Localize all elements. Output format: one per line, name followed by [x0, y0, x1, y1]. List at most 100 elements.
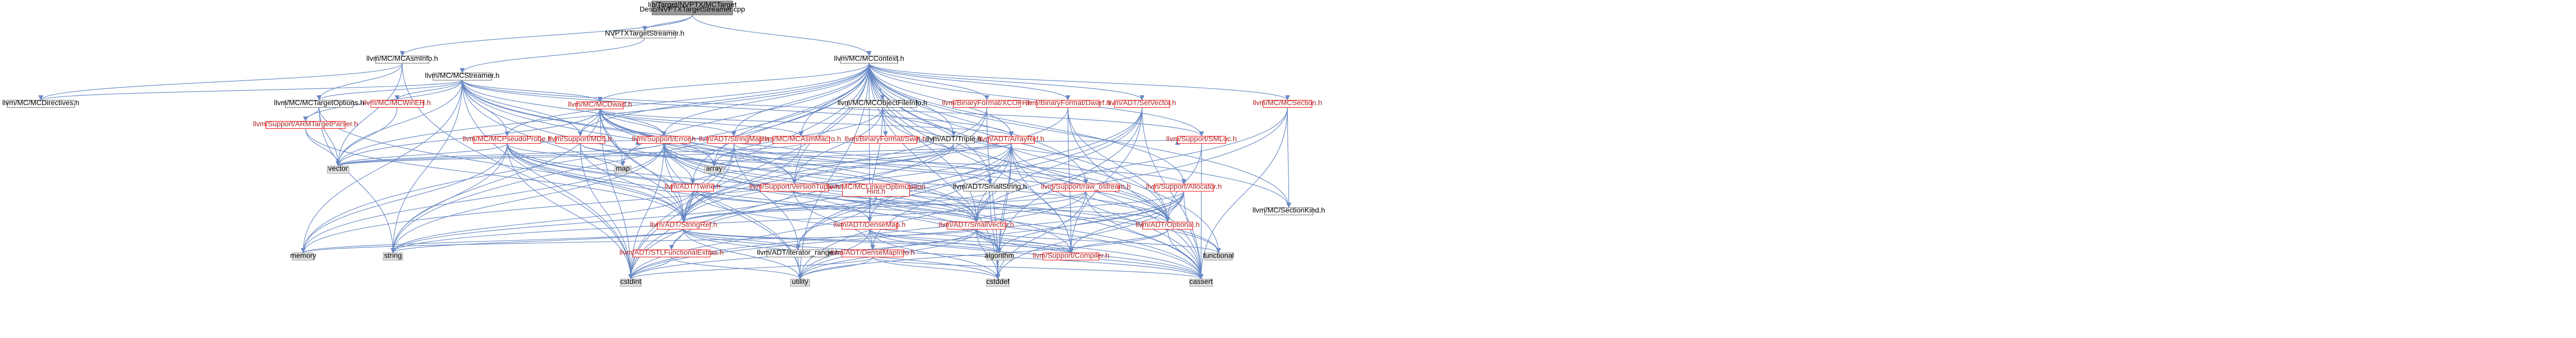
- edge-root-mccontext: [692, 14, 872, 56]
- node-md5[interactable]: llvm/Support/MD5.h: [549, 134, 612, 144]
- node-box: [1189, 279, 1213, 287]
- node-setvector[interactable]: llvm/ADT/SetVector.h: [1108, 98, 1176, 108]
- edge-mctargetopts-string: [318, 107, 396, 253]
- edge-supporterror-optional: [663, 143, 1171, 223]
- node-sectionkind[interactable]: llvm/MC/SectionKind.h: [1252, 206, 1325, 215]
- node-xcoff[interactable]: llvm/BinaryFormat/XCOFF.h: [942, 98, 1032, 108]
- node-box: [704, 165, 724, 174]
- edge-mctargetopts-vector: [318, 107, 341, 166]
- edge-stringmap-iteratorrange: [733, 143, 801, 250]
- edge-mccontext-smallstring: [869, 63, 993, 184]
- node-rawostream[interactable]: llvm/Support/raw_ostream.h: [1041, 182, 1131, 192]
- node-label: cstddef: [986, 277, 1009, 285]
- node-stlfunctional[interactable]: llvm/ADT/STLFunctionalExtras.h: [619, 248, 724, 258]
- node-label: llvm/ADT/DenseMapInfo.h: [831, 248, 914, 256]
- edge-rawostream-string: [391, 191, 1087, 254]
- node-stringref[interactable]: llvm/ADT/StringRef.h: [650, 220, 718, 230]
- node-label: llvm/ADT/StringMap.h: [699, 134, 769, 143]
- node-functional: functional: [1203, 251, 1234, 261]
- node-armtargetparser[interactable]: llvm/Support/ARMTargetParser.h: [253, 120, 358, 129]
- edge-mcstreamer-smlsupport: [462, 80, 1204, 137]
- node-box: [1177, 136, 1226, 144]
- edge-root-nvptxts: [642, 14, 693, 31]
- edge-mcstreamer-versiontuple: [462, 80, 797, 184]
- edge-allocator-compiler: [1069, 191, 1184, 253]
- edge-root-mcasminfo: [400, 14, 693, 56]
- edge-mcstreamer-stringref: [462, 80, 686, 223]
- node-label: llvm/MC/MCAsmInfo.h: [366, 54, 438, 62]
- edge-stringmap-allocator: [733, 143, 1187, 184]
- node-allocator[interactable]: llvm/Support/Allocator.h: [1146, 182, 1222, 192]
- node-smlsupport[interactable]: llvm/Support/SMLoc.h: [1166, 134, 1237, 144]
- edge-supporterror-memory: [300, 143, 665, 253]
- edge-arrayref-compiler: [1011, 143, 1074, 253]
- edge-mcasminfo-cstdint: [402, 63, 634, 279]
- edge-nvptxts-mcstreamer: [460, 38, 645, 73]
- edge-mcdwarf-smallvector: [600, 109, 979, 223]
- node-label: llvm/Support/Compiler.h: [1032, 251, 1109, 259]
- nodes: lib/Target/NVPTX/MCTargetDesc/NVPTXTarge…: [2, 0, 1325, 287]
- node-iteratorrange[interactable]: llvm/ADT/iterator_range.h: [757, 248, 839, 258]
- node-densemapinfo[interactable]: llvm/ADT/DenseMapInfo.h: [831, 248, 915, 258]
- edge-mcsection-cassert: [1198, 107, 1288, 279]
- node-mcpseudoprobe[interactable]: llvm/MC/MCPseudoProbe.h: [463, 134, 552, 144]
- node-adttriple[interactable]: llvm/ADT/Triple.h: [926, 134, 981, 144]
- edge-mcstreamer-supporterror: [462, 80, 667, 137]
- node-mctargetopts[interactable]: llvm/MC/MCTargetOptions.h: [274, 98, 364, 108]
- node-mccontext[interactable]: llvm/MC/MCContext.h: [834, 54, 904, 64]
- node-box: [637, 136, 690, 144]
- node-versiontuple[interactable]: llvm/Support/VersionTuple.h: [750, 182, 840, 192]
- node-stringmap[interactable]: llvm/ADT/StringMap.h: [699, 134, 769, 144]
- node-box: [1263, 100, 1312, 108]
- node-mcasminfo[interactable]: llvm/MC/MCAsmInfo.h: [366, 54, 438, 64]
- node-optional[interactable]: llvm/ADT/Optional.h: [1136, 220, 1200, 230]
- node-box: [986, 279, 1010, 287]
- edge-linkeropthint-smallvector: [875, 196, 979, 223]
- edge-mcpseudoprobe-vector: [335, 143, 507, 166]
- edge-setvector-compiler: [1068, 107, 1143, 253]
- node-compiler[interactable]: llvm/Support/Compiler.h: [1032, 251, 1109, 261]
- edge-mccontext-md5: [578, 63, 870, 137]
- node-mcsection[interactable]: llvm/MC/MCSection.h: [1253, 98, 1323, 108]
- node-label: llvm/MC/MCWinEH.h: [363, 98, 431, 107]
- node-arrayref[interactable]: llvm/ADT/ArrayRef.h: [978, 134, 1044, 144]
- node-label: llvm/Support/Allocator.h: [1146, 182, 1222, 191]
- node-box: [576, 102, 624, 110]
- node-box: [1154, 183, 1214, 192]
- node-mcwinehh[interactable]: llvm/MC/MCWinEH.h: [363, 98, 431, 108]
- node-label: llvm/ADT/DenseMap.h: [834, 220, 906, 228]
- node-densemap[interactable]: llvm/ADT/DenseMap.h: [834, 220, 906, 230]
- edge-mccontext-array: [711, 63, 870, 166]
- edge-stringref-algorithm: [683, 229, 1002, 254]
- node-mcobjectfileinfo[interactable]: llvm/MC/MCObjectFileInfo.h: [838, 98, 927, 108]
- edge-versiontuple-string: [391, 191, 795, 253]
- node-nvptxts[interactable]: NVPTXTargetStreamer.h: [605, 29, 684, 39]
- node-smallvector[interactable]: llvm/ADT/SmallVector.h: [939, 220, 1014, 230]
- node-box: [671, 183, 714, 192]
- node-bfdwarf[interactable]: llvm/BinaryFormat/Dwarf.h: [1025, 98, 1110, 108]
- edge-mcstreamer-mctargetopts: [316, 80, 463, 101]
- edge-rawostream-stringref: [681, 191, 1087, 223]
- node-smallstring[interactable]: llvm/ADT/SmallString.h: [953, 182, 1027, 192]
- edge-setvector-densemap: [867, 107, 1143, 223]
- node-twine[interactable]: llvm/ADT/Twine.h: [665, 182, 721, 192]
- node-label: algorithm: [985, 251, 1014, 259]
- node-supporterror[interactable]: llvm/Support/Error.h: [632, 134, 696, 144]
- node-mcdirectives[interactable]: llvm/MC/MCDirectives.h: [2, 98, 79, 108]
- node-label: array: [706, 164, 722, 173]
- node-mcdwarf[interactable]: llvm/MC/MCDwarf.h: [568, 100, 632, 110]
- edge-allocator-smallvector: [974, 191, 1184, 223]
- node-box: [840, 56, 899, 64]
- node-box: [1204, 252, 1233, 261]
- node-mcstreamer[interactable]: llvm/MC/MCStreamer.h: [425, 71, 500, 81]
- node-box: [854, 136, 918, 144]
- node-binaryswift[interactable]: llvm/BinaryFormat/Swift.h: [844, 134, 926, 144]
- node-label: llvm/Support/raw_ostream.h: [1041, 182, 1131, 191]
- edge-armtargetparser-vector: [305, 128, 341, 166]
- node-box: [633, 249, 710, 258]
- node-mcasmmacro[interactable]: llvm/MC/MCAsmMacro.h: [761, 134, 841, 144]
- node-label: llvm/ADT/ArrayRef.h: [978, 134, 1044, 143]
- node-box: [1052, 183, 1120, 192]
